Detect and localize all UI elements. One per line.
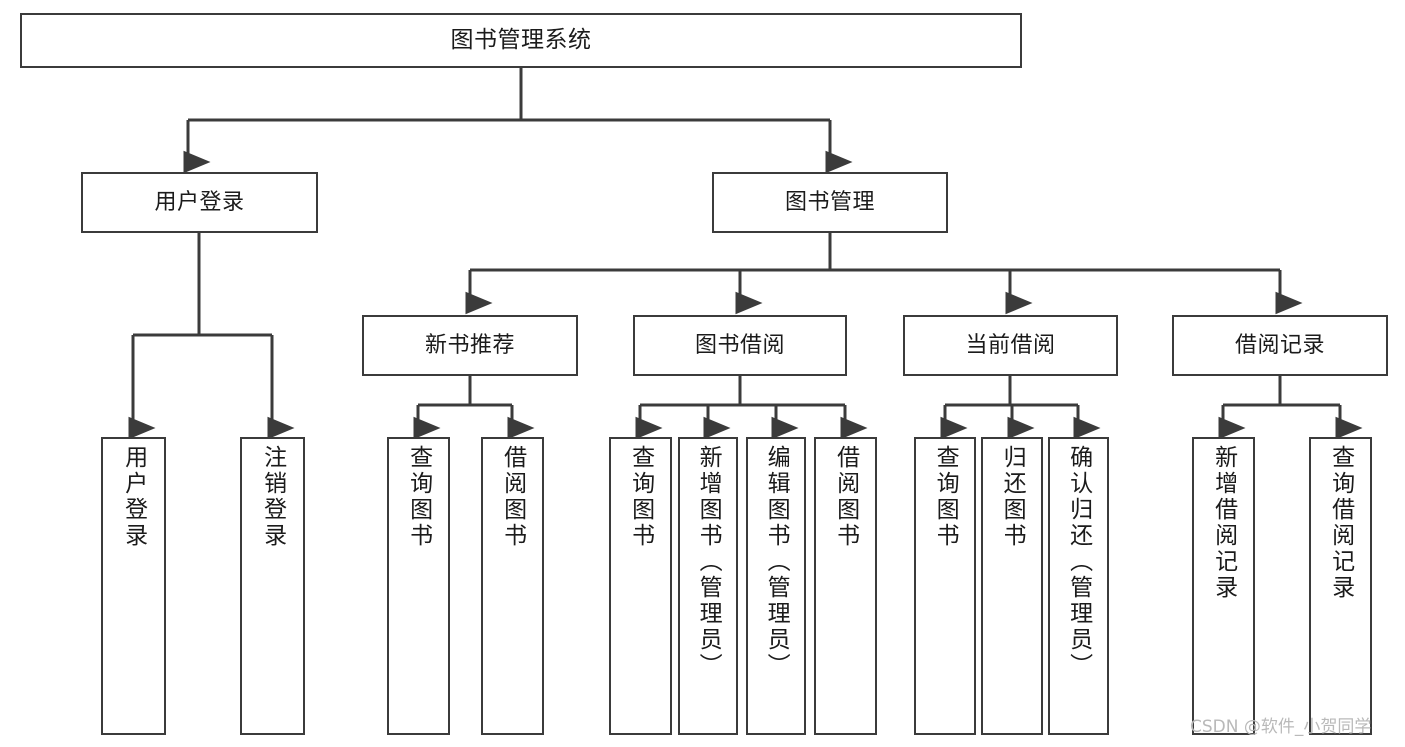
node-leaf-query-book-2[interactable]: 查询图书 [609,437,672,735]
node-root-label: 图书管理系统 [450,26,592,53]
node-leaf-edit-book-label: 编辑图书（管理员） [763,445,790,679]
node-leaf-query-record-label: 查询借阅记录 [1327,445,1354,601]
csdn-watermark: CSDN @软件_小贺同学 [1190,717,1372,737]
node-book-management-label: 图书管理 [784,189,875,215]
node-leaf-query-book-1-label: 查询图书 [405,445,432,549]
node-book-management[interactable]: 图书管理 [712,172,948,233]
node-leaf-edit-book[interactable]: 编辑图书（管理员） [746,437,806,735]
node-leaf-add-record-label: 新增借阅记录 [1210,445,1237,601]
node-leaf-confirm-return-label: 确认归还（管理员） [1065,445,1092,679]
node-leaf-add-book-label: 新增图书（管理员） [695,445,722,679]
node-leaf-borrow-book-1-label: 借阅图书 [499,445,526,549]
node-user-login-label: 用户登录 [154,189,245,215]
node-leaf-logout[interactable]: 注销登录 [240,437,305,735]
node-leaf-user-login-label: 用户登录 [120,445,147,549]
node-leaf-query-book-3-label: 查询图书 [932,445,959,549]
node-leaf-borrow-book-2-label: 借阅图书 [832,445,859,549]
node-leaf-return-book-label: 归还图书 [999,445,1026,549]
node-leaf-query-book-3[interactable]: 查询图书 [914,437,976,735]
node-leaf-query-record[interactable]: 查询借阅记录 [1309,437,1372,735]
node-leaf-borrow-book-1[interactable]: 借阅图书 [481,437,544,735]
node-book-borrow-label: 图书借阅 [694,332,785,358]
node-current-borrow-label: 当前借阅 [965,332,1056,358]
node-leaf-query-book-2-label: 查询图书 [627,445,654,549]
node-current-borrow[interactable]: 当前借阅 [903,315,1118,376]
node-new-book-recommend-label: 新书推荐 [424,332,515,358]
node-leaf-add-record[interactable]: 新增借阅记录 [1192,437,1255,735]
node-leaf-return-book[interactable]: 归还图书 [981,437,1043,735]
node-new-book-recommend[interactable]: 新书推荐 [362,315,578,376]
node-book-borrow[interactable]: 图书借阅 [633,315,847,376]
node-leaf-add-book[interactable]: 新增图书（管理员） [678,437,738,735]
node-leaf-confirm-return[interactable]: 确认归还（管理员） [1048,437,1109,735]
node-leaf-logout-label: 注销登录 [259,445,286,549]
node-root[interactable]: 图书管理系统 [20,13,1022,68]
node-borrow-record-label: 借阅记录 [1234,332,1325,358]
node-leaf-query-book-1[interactable]: 查询图书 [387,437,450,735]
node-user-login[interactable]: 用户登录 [81,172,318,233]
node-leaf-user-login[interactable]: 用户登录 [101,437,166,735]
node-borrow-record[interactable]: 借阅记录 [1172,315,1388,376]
node-leaf-borrow-book-2[interactable]: 借阅图书 [814,437,877,735]
